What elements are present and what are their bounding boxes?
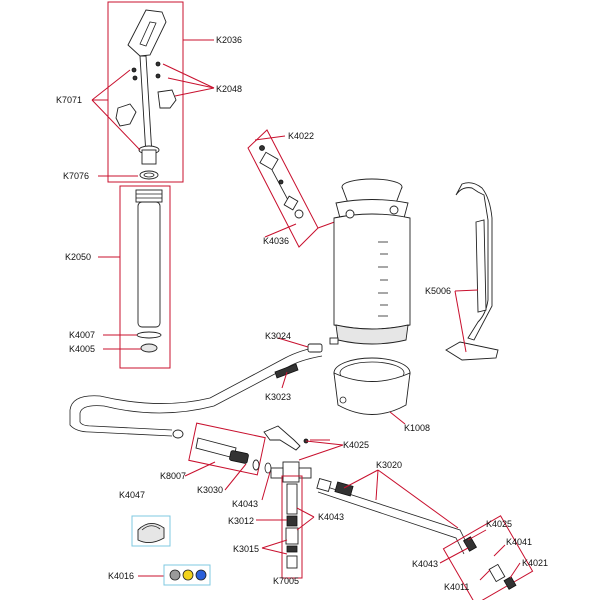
clip-part <box>157 89 177 109</box>
cylinder-group-frame <box>119 185 171 369</box>
label-k7076: K7076 <box>63 171 89 181</box>
trigger-assembly: K4025 K3020 K8007 K3030 K4043 K3012 K404… <box>160 422 548 600</box>
label-k3020: K3020 <box>376 460 402 470</box>
pump-handle <box>127 9 167 57</box>
valve-part <box>140 343 158 353</box>
relief-valve-assembly: K4022 K4036 <box>247 129 341 248</box>
label-k3012: K3012 <box>228 516 254 526</box>
trigger-lever <box>263 425 301 451</box>
hose-spring-part <box>274 363 299 379</box>
label-k7071: K7071 <box>56 95 82 105</box>
valve-cap-part <box>259 151 279 171</box>
screw-part <box>132 75 138 81</box>
label-k3023: K3023 <box>265 392 291 402</box>
tank-scale-marks <box>378 241 388 317</box>
label-k4022: K4022 <box>288 131 314 141</box>
label-k4005: K4005 <box>69 344 95 354</box>
label-k4041: K4041 <box>506 537 532 547</box>
label-k4025-top: K4025 <box>343 440 369 450</box>
nut-grey <box>169 569 181 581</box>
label-k4043-right: K4043 <box>412 559 438 569</box>
label-k3030: K3030 <box>197 485 223 495</box>
o-ring-part <box>139 170 159 180</box>
screw-part <box>155 61 161 67</box>
label-k4011: K4011 <box>444 582 469 592</box>
pump-rod <box>139 55 153 156</box>
label-k8007: K8007 <box>160 471 186 481</box>
label-k3024: K3024 <box>265 331 291 341</box>
label-k3015: K3015 <box>233 544 259 554</box>
pump-assembly: K2036 K2048 K7071 K7076 K2050 K4007 K400… <box>56 1 242 369</box>
spare-part-k4016: K4016 <box>108 564 211 586</box>
hose: K3024 K3023 <box>69 331 323 439</box>
tank <box>329 178 411 345</box>
pump-cylinder <box>135 189 163 328</box>
label-k5006: K5006 <box>425 286 451 296</box>
nut-blue <box>195 569 207 581</box>
lance-tip-frame <box>442 515 534 600</box>
label-k7005: K7005 <box>273 576 299 586</box>
base-ring: K1008 <box>333 357 430 433</box>
label-k4016: K4016 <box>108 571 134 581</box>
nozzle-group-frame <box>281 475 303 579</box>
label-k2050: K2050 <box>65 252 91 262</box>
label-k4043-left: K4043 <box>232 499 258 509</box>
label-k4036: K4036 <box>263 236 289 246</box>
screw-part <box>131 67 137 73</box>
label-k4007: K4007 <box>69 330 95 340</box>
o-ring-part <box>136 331 162 339</box>
label-k1008: K1008 <box>404 423 430 433</box>
label-k2048: K2048 <box>216 84 242 94</box>
label-k4021: K4021 <box>522 558 548 568</box>
label-k2036: K2036 <box>216 35 242 45</box>
piston-part <box>141 149 157 165</box>
pump-group-frame <box>107 1 184 183</box>
valve-body <box>282 461 300 483</box>
label-k4043-mid: K4043 <box>318 512 344 522</box>
spare-part-k4047: K4047 <box>119 490 171 547</box>
hose-clamp-part <box>307 343 323 353</box>
tank-body <box>333 213 411 330</box>
support-bracket: K5006 <box>425 182 499 361</box>
screw-part <box>155 73 161 79</box>
label-k4025-right: K4025 <box>486 519 512 529</box>
clip-part <box>115 103 137 127</box>
label-k4047: K4047 <box>119 490 145 500</box>
nut-yellow <box>182 569 194 581</box>
handle-group-frame <box>188 422 266 476</box>
